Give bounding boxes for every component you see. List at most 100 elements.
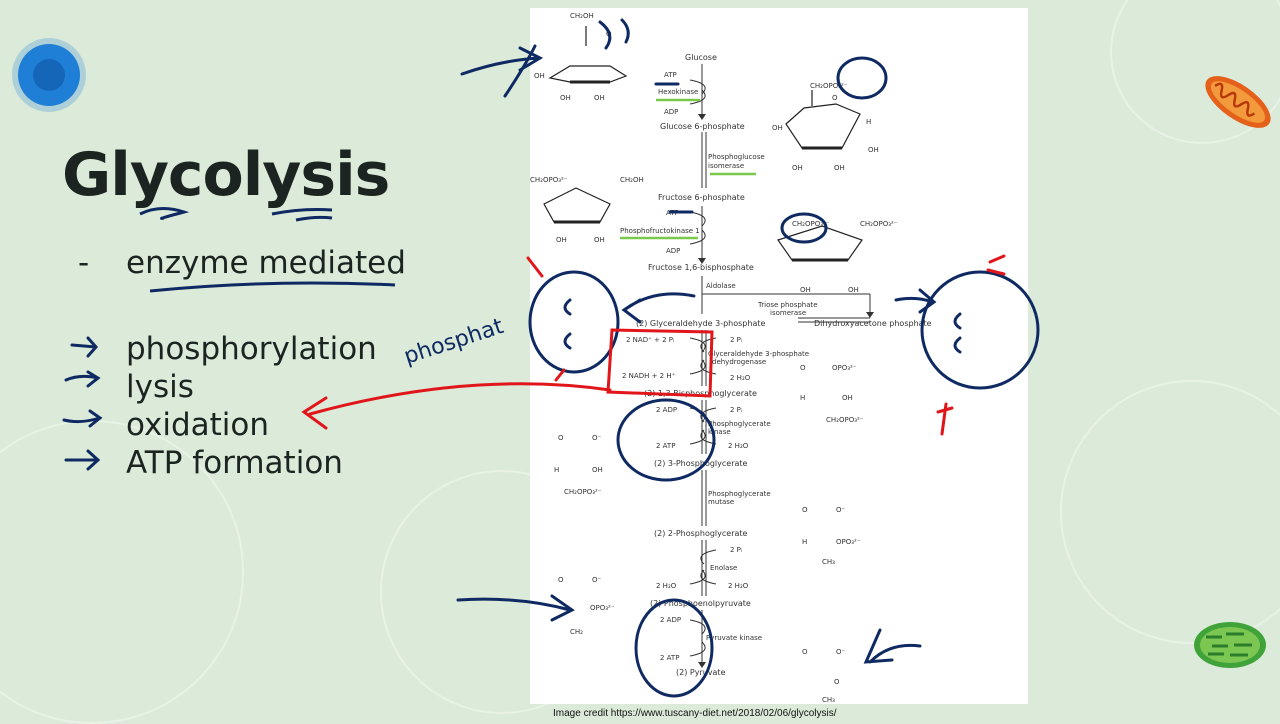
label-cofactor: 2 ATP xyxy=(656,442,675,450)
label-enzyme: Hexokinase xyxy=(658,88,698,96)
structure-label: O xyxy=(606,30,612,38)
label-enzyme: isomerase xyxy=(770,309,806,317)
structure-label: CH₂OPO₃²⁻ xyxy=(810,82,848,90)
structure-label: H xyxy=(866,118,871,126)
structure-label: OH xyxy=(560,94,571,102)
structure-label: OPO₃²⁻ xyxy=(836,538,861,546)
label-cofactor: 2 Pᵢ xyxy=(730,406,742,414)
label-cofactor: 2 ATP xyxy=(660,654,679,662)
structure-label: CH₂OPO₃²⁻ xyxy=(530,176,568,184)
label-enzyme: Enolase xyxy=(710,564,737,572)
label-enzyme: mutase xyxy=(708,498,734,506)
background-bubble xyxy=(1060,380,1280,644)
handwritten-label: phosphat xyxy=(401,314,507,370)
label-adp: ADP xyxy=(666,247,680,255)
structure-label: O xyxy=(558,434,564,442)
structure-label: CH₃ xyxy=(822,696,835,704)
structure-label: O⁻ xyxy=(836,648,846,656)
label-atp: ATP xyxy=(666,209,679,217)
bullet-label: oxidation xyxy=(126,407,270,443)
label-2-phosphoglycerate: (2) 2-Phosphoglycerate xyxy=(654,529,748,538)
structure-label: H xyxy=(802,538,807,546)
label-enzyme: dehydrogenase xyxy=(712,358,766,366)
fructose-6-phosphate-structure xyxy=(543,187,611,224)
label-enzyme: Phosphoglycerate xyxy=(708,420,771,428)
label-fructose-1-6-bisphosphate: Fructose 1,6-bisphosphate xyxy=(648,263,754,272)
structure-label: O⁻ xyxy=(592,576,602,584)
label-cofactor: 2 H₂O xyxy=(730,374,751,382)
label-phosphoenolpyruvate: (2) Phosphoenolpyruvate xyxy=(650,599,751,608)
bullet-label: phosphorylation xyxy=(126,331,377,367)
label-enzyme: Phosphoglycerate xyxy=(708,490,771,498)
mitochondrion-icon xyxy=(1205,76,1271,128)
structure-label: CH₂OPO₃²⁻ xyxy=(564,488,602,496)
bullet-label: enzyme mediated xyxy=(126,245,406,281)
label-adp: ADP xyxy=(664,108,678,116)
structure-label: CH₂OPO₃²⁻ xyxy=(792,220,830,228)
structure-label: CH₂OPO₃²⁻ xyxy=(860,220,898,228)
label-cofactor: 2 H₂O xyxy=(728,442,749,450)
label-glucose: Glucose xyxy=(685,53,717,62)
glucose-structure xyxy=(548,26,628,84)
label-enzyme: Glyceraldehyde 3-phosphate xyxy=(708,350,809,358)
label-atp: ATP xyxy=(664,71,677,79)
label-cofactor: 2 H₂O xyxy=(656,582,677,590)
label-enzyme: isomerase xyxy=(708,162,744,170)
structure-label: O⁻ xyxy=(592,434,602,442)
label-cofactor: 2 NADH + 2 H⁺ xyxy=(622,372,676,380)
label-bisphosphoglycerate: (2) 1,3-Bisphosphoglycerate xyxy=(644,389,757,398)
structure-label: O xyxy=(802,506,808,514)
bullet-dash: - xyxy=(78,245,90,281)
label-cofactor: 2 ADP xyxy=(660,616,681,624)
structure-label: OH xyxy=(592,466,603,474)
structure-label: CH₂OPO₃²⁻ xyxy=(826,416,864,424)
structure-label: OH xyxy=(594,94,605,102)
glycolysis-diagram: Glucose ATP Hexokinase ADP Glucose 6-pho… xyxy=(530,8,1028,704)
label-dhap: Dihydroxyacetone phosphate xyxy=(814,319,932,328)
label-pyruvate: (2) Pyruvate xyxy=(676,668,726,677)
label-cofactor: 2 ADP xyxy=(656,406,677,414)
blue-dot-icon xyxy=(18,44,80,106)
label-enzyme: Pyruvate kinase xyxy=(706,634,762,642)
structure-label: OH xyxy=(868,146,879,154)
structure-label: OH xyxy=(800,286,811,294)
chloroplast-icon xyxy=(1194,622,1266,668)
slide-title: Glycolysis xyxy=(62,140,390,210)
structure-label: OH xyxy=(594,236,605,244)
structure-label: CH₃ xyxy=(822,558,835,566)
structure-label: O⁻ xyxy=(836,506,846,514)
structure-label: CH₂OH xyxy=(620,176,644,184)
label-glyceraldehyde-3-phosphate: (2) Glyceraldehyde 3-phosphate xyxy=(636,319,765,328)
structure-label: O xyxy=(832,94,838,102)
glucose-6-phosphate-structure xyxy=(785,90,861,150)
label-enzyme: Aldolase xyxy=(706,282,736,290)
structure-label: H xyxy=(800,394,805,402)
structure-label: OPO₃²⁻ xyxy=(590,604,615,612)
structure-label: OH xyxy=(842,394,853,402)
label-enzyme: Triose phosphate xyxy=(757,301,818,309)
bullet-label: lysis xyxy=(126,369,194,405)
bullet-label: ATP formation xyxy=(126,445,343,481)
structure-label: O xyxy=(558,576,564,584)
structure-label: CH₂ xyxy=(570,628,583,636)
structure-label: H xyxy=(554,466,559,474)
label-glucose-6-phosphate: Glucose 6-phosphate xyxy=(660,122,745,131)
image-credit: Image credit https://www.tuscany-diet.ne… xyxy=(553,708,837,719)
structure-label: OH xyxy=(772,124,783,132)
structure-label: O xyxy=(834,678,840,686)
label-cofactor: 2 H₂O xyxy=(728,582,749,590)
label-enzyme: kinase xyxy=(708,428,731,436)
structure-label: OH xyxy=(556,236,567,244)
label-enzyme: Phosphofructokinase 1 xyxy=(620,227,700,235)
label-fructose-6-phosphate: Fructose 6-phosphate xyxy=(658,193,745,202)
structure-label: O xyxy=(800,364,806,372)
structure-label: OH xyxy=(834,164,845,172)
label-enzyme: Phosphoglucose xyxy=(708,153,765,161)
structure-label: OH xyxy=(792,164,803,172)
label-cofactor: 2 NAD⁺ + 2 Pᵢ xyxy=(626,336,674,344)
label-cofactor: 2 Pᵢ xyxy=(730,546,742,554)
structure-label: CH₂OH xyxy=(570,12,594,20)
structure-label: OH xyxy=(848,286,859,294)
label-3-phosphoglycerate: (2) 3-Phosphoglycerate xyxy=(654,459,748,468)
structure-label: O xyxy=(802,648,808,656)
